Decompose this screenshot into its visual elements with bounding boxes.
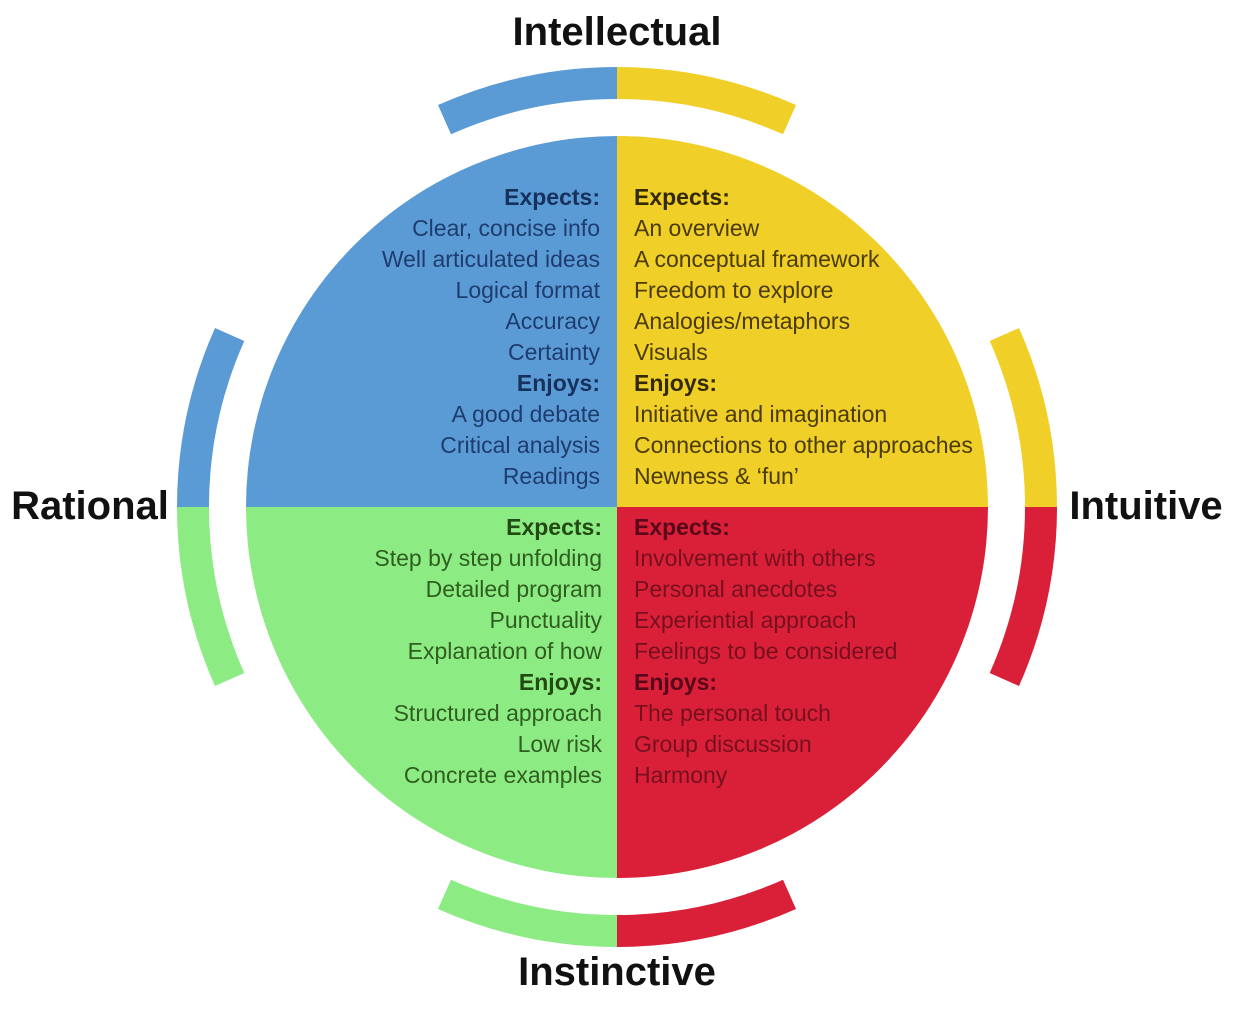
quadrant-item: Clear, concise info bbox=[412, 215, 600, 241]
quadrant-item: Critical analysis bbox=[440, 432, 600, 458]
quadrant-item: A good debate bbox=[451, 401, 600, 427]
quadrant-item: Connections to other approaches bbox=[634, 432, 973, 458]
left-arc-blue-half bbox=[176, 328, 245, 507]
quadrant-item: Analogies/metaphors bbox=[634, 308, 851, 334]
quadrant-item: Accuracy bbox=[505, 308, 600, 334]
axis-label-instinctive: Instinctive bbox=[518, 950, 716, 994]
quadrant-sector-bottom-right bbox=[617, 507, 988, 878]
quadrant-item: Punctuality bbox=[489, 607, 602, 633]
quadrant-item: Certainty bbox=[507, 339, 600, 365]
quadrant-item: A conceptual framework bbox=[634, 246, 880, 272]
quadrant-item: Well articulated ideas bbox=[381, 246, 600, 272]
axis-label-rational: Rational bbox=[11, 484, 169, 528]
quadrant-item: Concrete examples bbox=[403, 762, 602, 788]
top-arc-yellow-half bbox=[617, 66, 796, 135]
right-arc-yellow-half bbox=[989, 328, 1057, 507]
expects-heading: Expects: bbox=[504, 184, 600, 210]
quadrant-item: Group discussion bbox=[634, 731, 812, 757]
bottom-arc-red-half bbox=[617, 879, 796, 947]
quadrant-item: Step by step unfolding bbox=[374, 545, 602, 571]
enjoys-heading: Enjoys: bbox=[634, 370, 718, 396]
axis-label-intellectual: Intellectual bbox=[512, 10, 722, 54]
quadrant-item: An overview bbox=[634, 215, 760, 241]
quadrant-item: Freedom to explore bbox=[634, 277, 834, 303]
quadrant-item: The personal touch bbox=[634, 700, 831, 726]
quadrant-sector-top-right bbox=[617, 136, 988, 507]
right-arc-red-half bbox=[989, 507, 1057, 686]
top-arc-blue-half bbox=[438, 66, 617, 135]
quadrant-item: Involvement with others bbox=[634, 545, 876, 571]
quadrant-text-instinctive-rational: Expects: Step by step unfolding Detailed… bbox=[242, 512, 602, 791]
quadrant-text-intellectual-intuitive: Expects: An overview A conceptual framew… bbox=[634, 182, 994, 492]
quadrant-item: Detailed program bbox=[425, 576, 602, 602]
enjoys-heading: Enjoys: bbox=[516, 370, 600, 396]
expects-heading: Expects: bbox=[634, 514, 730, 540]
quadrant-item: Low risk bbox=[517, 731, 602, 757]
left-arc-green-half bbox=[176, 507, 245, 686]
enjoys-heading: Enjoys: bbox=[518, 669, 602, 695]
quadrant-sector-top-left bbox=[246, 136, 617, 507]
quadrant-item: Readings bbox=[502, 463, 600, 489]
quadrant-text-intellectual-rational: Expects: Clear, concise info Well articu… bbox=[240, 182, 600, 492]
quadrant-item: Experiential approach bbox=[634, 607, 857, 633]
quadrant-item: Newness & ‘fun’ bbox=[634, 463, 799, 489]
quadrant-item: Structured approach bbox=[393, 700, 602, 726]
quadrant-item: Personal anecdotes bbox=[634, 576, 838, 602]
quadrant-item: Feelings to be considered bbox=[634, 638, 898, 664]
quadrant-item: Logical format bbox=[455, 277, 600, 303]
quadrant-item: Visuals bbox=[634, 339, 708, 365]
enjoys-heading: Enjoys: bbox=[634, 669, 718, 695]
quadrant-item: Explanation of how bbox=[407, 638, 602, 664]
axis-label-intuitive: Intuitive bbox=[1069, 484, 1223, 528]
quadrant-item: Harmony bbox=[634, 762, 728, 788]
quadrant-item: Initiative and imagination bbox=[634, 401, 888, 427]
quadrant-text-instinctive-intuitive: Expects: Involvement with others Persona… bbox=[634, 512, 994, 791]
bottom-arc-green-half bbox=[438, 879, 617, 947]
expects-heading: Expects: bbox=[506, 514, 602, 540]
quadrant-sector-bottom-left bbox=[246, 507, 617, 878]
expects-heading: Expects: bbox=[634, 184, 730, 210]
